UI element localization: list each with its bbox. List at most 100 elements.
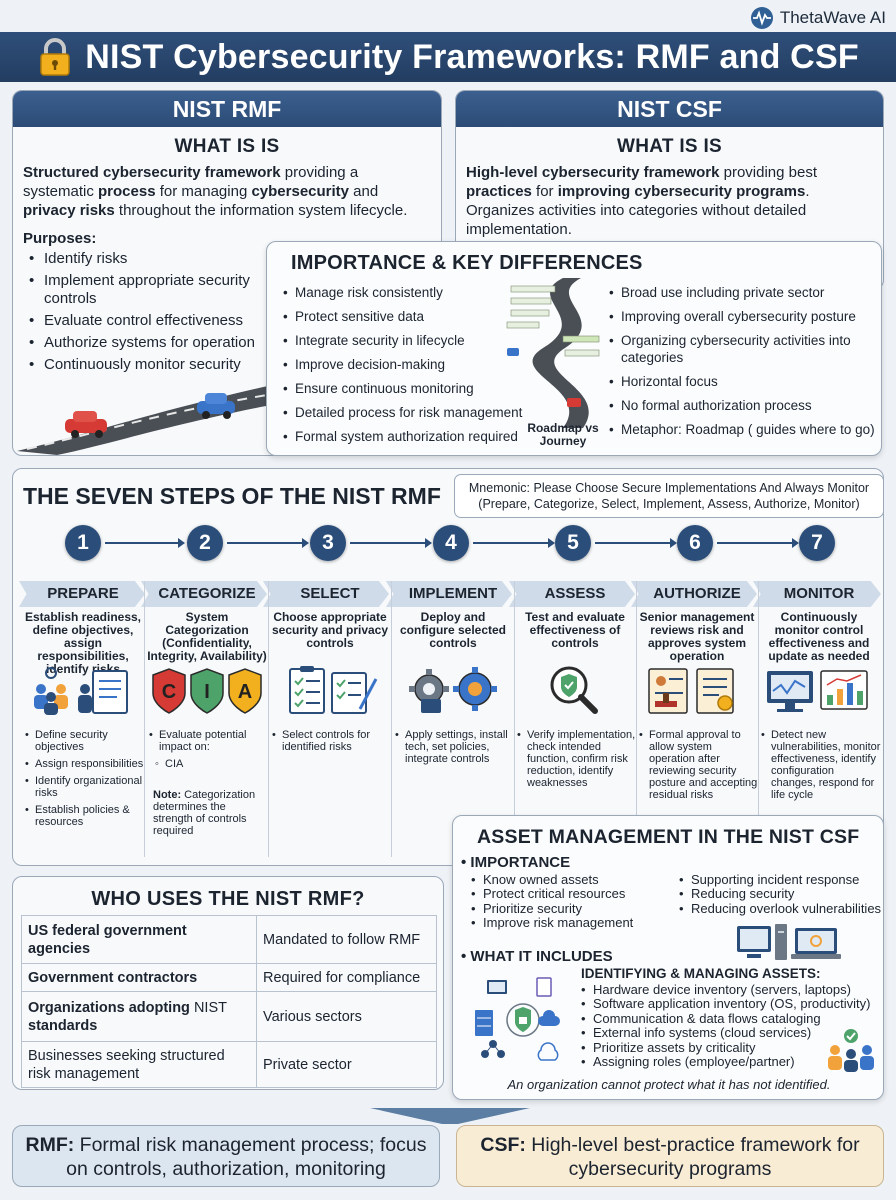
brand: ThetaWave AI (750, 6, 886, 30)
step-assess: ASSESS Test and evaluate effectiveness o… (513, 581, 637, 857)
step-chevron (263, 581, 389, 607)
csf-heading: NIST CSF (456, 91, 883, 127)
list-item: Assigning roles (employee/partner) (581, 1054, 881, 1070)
list-item: Evaluate control effectiveness (27, 312, 277, 330)
list-item: Improve decision-making (283, 356, 533, 373)
step-name: ASSESS (544, 585, 606, 602)
step-chevron (753, 581, 881, 607)
list-item: Define security objectives (25, 729, 145, 753)
step-description: System Categorization (Confidentiality, … (147, 610, 267, 663)
table-row: Organizations adopting NIST standards Va… (21, 991, 437, 1042)
step-arrow (105, 538, 185, 548)
list-item: Verify implementation, check intended fu… (517, 729, 637, 789)
step-bullets: Evaluate potential impact on: CIA (149, 729, 269, 775)
list-item: Identify risks (27, 250, 277, 268)
shield-letter: I (204, 681, 210, 703)
purposes-heading: Purposes: (23, 230, 97, 247)
step-number: 3 (310, 525, 346, 561)
shield-letter: A (238, 681, 252, 703)
who-uses-table: US federal government agencies Mandated … (21, 915, 437, 1088)
step-chevron (386, 581, 512, 607)
rmf-points-list: Manage risk consistently Protect sensiti… (283, 284, 533, 452)
step-implement: IMPLEMENT Deploy and configure selected … (391, 581, 515, 857)
asset-quote: An organization cannot protect what it h… (507, 1077, 831, 1092)
table-cell: US federal government agencies (21, 915, 257, 964)
step-bullets: Select controls for identified risks (272, 729, 392, 758)
step-bullets: Detect new vulnerabilities, monitor effe… (761, 729, 881, 806)
list-item: Apply settings, install tech, set polici… (395, 729, 515, 765)
step-chevron (19, 581, 145, 607)
list-item: Evaluate potential impact on: (149, 729, 269, 753)
importance-list-left: Know owned assets Protect critical resou… (471, 872, 681, 931)
step-authorize: AUTHORIZE Senior management reviews risk… (635, 581, 759, 857)
team-check-icon (828, 1029, 874, 1072)
step-description: Establish readiness, define objectives, … (24, 610, 142, 676)
list-item: Protect critical resources (471, 886, 681, 902)
table-cell: Required for compliance (256, 963, 437, 992)
list-item: Detailed process for risk management (283, 404, 533, 421)
step-chevron (631, 581, 757, 607)
monitor-dashboard-icon (767, 670, 868, 712)
list-item: Software application inventory (OS, prod… (581, 996, 881, 1012)
step-arrow (350, 538, 432, 548)
list-item: Organizing cybersecurity activities into… (609, 332, 877, 366)
list-item: Manage risk consistently (283, 284, 533, 301)
table-cell: Organizations adopting NIST standards (21, 991, 257, 1042)
list-item: Protect sensitive data (283, 308, 533, 325)
csf-summary: CSF: High-level best-practice framework … (456, 1125, 884, 1187)
brand-name: ThetaWave AI (779, 8, 886, 27)
table-cell: Private sector (256, 1041, 437, 1088)
list-item: Continuously monitor security (27, 356, 277, 374)
summary-funnel-arrow (370, 1108, 530, 1124)
step-name: IMPLEMENT (408, 585, 498, 602)
list-item: Prioritize security (471, 901, 681, 917)
list-item: Prioritize assets by criticality (581, 1040, 881, 1056)
step-categorize: CATEGORIZE System Categorization (Confid… (145, 581, 269, 857)
list-item: Integrate security in lifecycle (283, 332, 533, 349)
step-monitor: MONITOR Continuously monitor control eff… (757, 581, 881, 857)
step-description: Senior management reviews risk and appro… (639, 610, 755, 663)
csf-what-heading: WHAT IS IS (616, 136, 723, 157)
blue-car-icon (197, 393, 235, 419)
list-item: Metaphor: Roadmap ( guides where to go) (609, 421, 877, 438)
magnifier-shield-icon (550, 666, 598, 714)
mnemonic-line: Mnemonic: Please Choose Secure Implement… (468, 481, 870, 495)
cia-shields-icon: C I A (152, 668, 262, 714)
list-item: Authorize systems for operation (27, 334, 277, 352)
page-header: NIST Cybersecurity Frameworks: RMF and C… (0, 32, 896, 82)
road-cars-illustration (17, 383, 281, 455)
table-row: Businesses seeking structured risk manag… (21, 1041, 437, 1088)
winding-road-icon (506, 278, 600, 428)
rmf-what-heading: WHAT IS IS (174, 136, 280, 157)
list-item: Ensure continuous monitoring (283, 380, 533, 397)
importance-list-right: Supporting incident response Reducing se… (679, 872, 885, 917)
team-document-icon (34, 667, 128, 715)
network-assets-icon (475, 977, 560, 1061)
who-uses-heading: WHO USES THE NIST RMF? (91, 888, 365, 910)
step-description: Test and evaluate effectiveness of contr… (525, 610, 625, 650)
list-item: Supporting incident response (679, 872, 885, 888)
who-uses-panel: WHO USES THE NIST RMF? US federal govern… (12, 876, 444, 1090)
seven-steps-heading: THE SEVEN STEPS OF THE NIST RMF (23, 483, 441, 509)
table-cell: Various sectors (256, 991, 437, 1042)
step-number: 6 (677, 525, 713, 561)
step-number-row: 1 2 3 4 5 6 7 (13, 525, 885, 565)
red-car-icon (65, 411, 107, 438)
step-description: Continuously monitor control effectivene… (768, 610, 870, 663)
list-item: Identify organizational risks (25, 775, 145, 799)
step-number: 7 (799, 525, 835, 561)
step-description: Deploy and configure selected controls (399, 610, 507, 650)
key-differences-heading: IMPORTANCE & KEY DIFFERENCES (291, 252, 643, 274)
table-row: US federal government agencies Mandated … (21, 915, 437, 964)
key-differences-panel: IMPORTANCE & KEY DIFFERENCES Manage risk… (266, 241, 882, 456)
rmf-heading: NIST RMF (13, 91, 441, 127)
asset-management-heading: ASSET MANAGEMENT IN THE NIST CSF (477, 826, 860, 848)
step-number: 1 (65, 525, 101, 561)
approval-stamp-icon (648, 668, 734, 714)
mnemonic-box: Mnemonic: Please Choose Secure Implement… (454, 474, 884, 518)
step-arrow (595, 538, 677, 548)
includes-subheading: IDENTIFYING & MANAGING ASSETS: (581, 966, 821, 981)
lock-icon (37, 37, 73, 77)
step-name: PREPARE (47, 585, 119, 602)
asset-management-panel: ASSET MANAGEMENT IN THE NIST CSF • IMPOR… (452, 815, 884, 1100)
